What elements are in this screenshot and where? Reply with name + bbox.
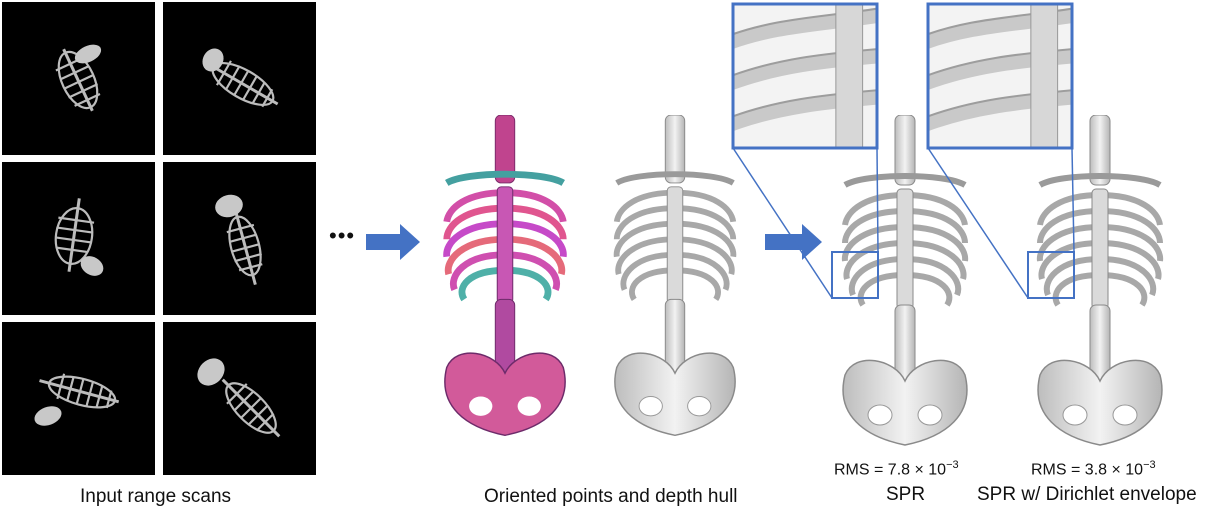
caption-oriented-points: Oriented points and depth hull — [484, 486, 738, 507]
dirichlet-rms-text: RMS = 3.8 × 10 — [1031, 461, 1144, 479]
spr-skeleton — [843, 115, 967, 445]
range-scan-6 — [163, 322, 316, 475]
range-scan-4 — [163, 162, 316, 315]
depth-hull-skeleton — [615, 115, 735, 435]
caption-input-range-scans: Input range scans — [80, 486, 232, 507]
dirichlet-rms-exponent: −3 — [1143, 459, 1156, 471]
caption-spr-dirichlet: SPR w/ Dirichlet envelope — [977, 484, 1197, 505]
range-scan-5 — [2, 322, 155, 475]
spr-rms-exponent: −3 — [946, 459, 959, 471]
skeleton-scan-icon — [202, 48, 279, 108]
spr-dirichlet-skeleton — [1038, 115, 1162, 445]
dirichlet-zoom-inset — [926, 2, 1075, 299]
caption-spr: SPR — [886, 484, 926, 505]
range-scan-2 — [163, 2, 316, 155]
skeleton-scan-icon — [34, 373, 120, 426]
oriented-points-skeleton — [445, 115, 565, 435]
arrow-right-icon — [366, 224, 420, 260]
reconstruction-figure — [366, 2, 1222, 480]
arrow-right-icon — [765, 224, 822, 260]
ellipsis: ••• — [329, 223, 356, 248]
skeleton-scan-icon — [197, 358, 281, 438]
skeleton-scan-icon — [54, 198, 104, 276]
range-scan-1 — [2, 2, 155, 155]
dirichlet-rms-metric: RMS = 3.8 × 10−3 — [1031, 459, 1156, 479]
spr-zoom-inset — [731, 2, 879, 299]
spr-rms-text: RMS = 7.8 × 10 — [834, 461, 947, 479]
spr-rms-metric: RMS = 7.8 × 10−3 — [834, 459, 959, 479]
skeleton-scan-icon — [55, 44, 102, 112]
skeleton-scan-icon — [215, 194, 263, 286]
range-scan-3 — [2, 162, 155, 315]
